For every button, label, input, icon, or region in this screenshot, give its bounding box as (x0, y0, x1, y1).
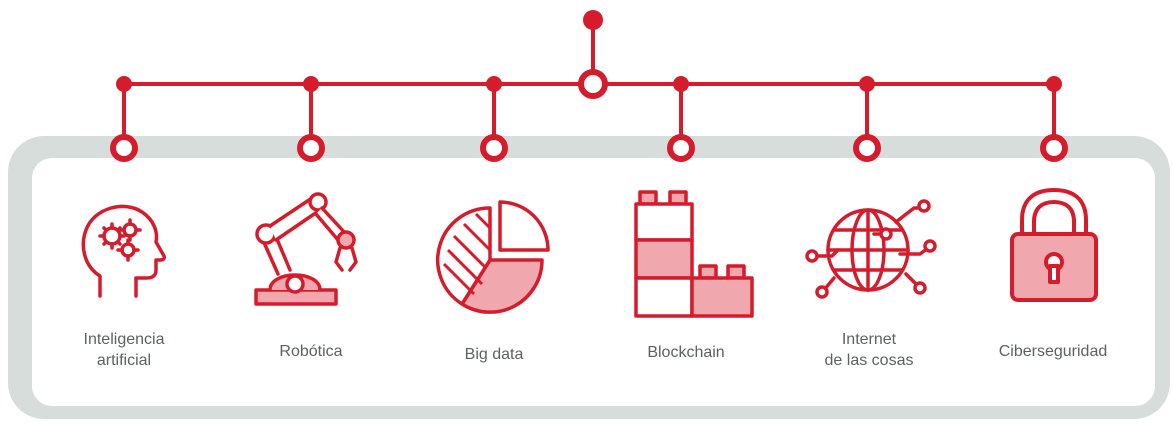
node-ring-2 (297, 134, 325, 162)
label-line: Blockchain (647, 344, 725, 361)
node-ring-4 (667, 134, 695, 162)
label-line: Ciberseguridad (998, 343, 1108, 360)
label-big-data: Big data (404, 344, 584, 365)
branch-dot-6 (1046, 76, 1062, 92)
branch-dot-2 (303, 76, 319, 92)
branch-dot-1 (116, 76, 132, 92)
label-internet-de-las-cosas: Internet de las cosas (779, 329, 959, 371)
label-line: Big data (464, 346, 524, 363)
branch-dot-5 (859, 76, 875, 92)
label-blockchain: Blockchain (596, 342, 776, 363)
node-ring-5 (853, 134, 881, 162)
brain-gears-icon (81, 204, 166, 298)
pie-chart-icon (435, 200, 550, 314)
label-line: Internet (841, 331, 897, 348)
blocks-icon (634, 190, 754, 318)
label-robotica: Robótica (221, 341, 401, 362)
label-inteligencia-artificial: Inteligencia artificial (34, 329, 214, 371)
trunk-top-dot (583, 10, 603, 30)
branch-dot-4 (673, 76, 689, 92)
node-ring-6 (1040, 134, 1068, 162)
label-line: de las cosas (824, 352, 914, 369)
robotic-arm-icon (254, 192, 358, 306)
label-line: artificial (96, 352, 152, 369)
hub-ring (578, 69, 608, 99)
branch-dot-3 (486, 76, 502, 92)
globe-network-icon (805, 199, 937, 299)
label-line: Robótica (279, 343, 343, 360)
node-ring-3 (480, 134, 508, 162)
label-line: Inteligencia (83, 331, 165, 348)
padlock-icon (1010, 188, 1098, 302)
panel (32, 158, 1155, 406)
node-ring-1 (110, 134, 138, 162)
label-ciberseguridad: Ciberseguridad (963, 341, 1143, 362)
